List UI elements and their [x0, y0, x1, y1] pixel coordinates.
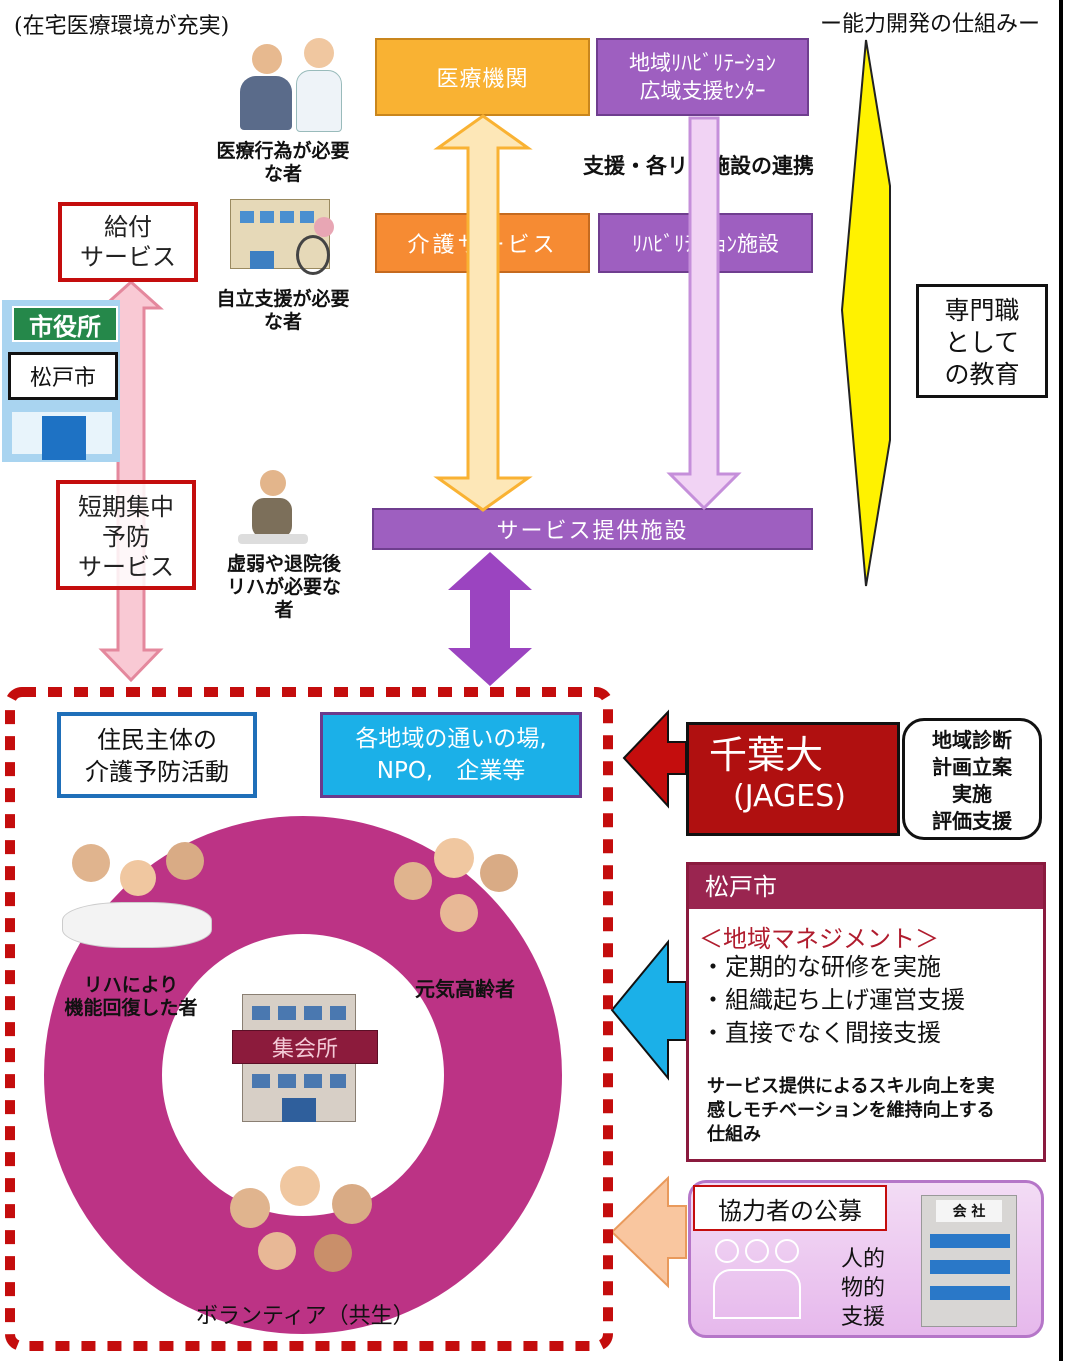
right-edge-line [1059, 0, 1063, 1361]
person-head-icon [230, 1188, 270, 1228]
person-head-icon [120, 860, 156, 896]
person-head-icon [440, 894, 478, 932]
energetic-label: 元気高齢者 [415, 977, 515, 1001]
medical-need-label: 医療行為が必要 な者 [216, 140, 350, 185]
yellow-bolt [840, 39, 891, 587]
blue-left-arrow [610, 939, 687, 1081]
caregiver-head-icon [314, 217, 334, 237]
energetic-elders-illustration [384, 832, 544, 952]
person-head-icon [166, 842, 204, 880]
recruit-panel: 協力者の公募 人的 物的 支援 会 社 [688, 1180, 1044, 1338]
company-window-row [930, 1260, 1010, 1274]
volunteer-group-illustration [222, 1158, 392, 1282]
elderly-body-icon [240, 76, 292, 130]
benefit-service-box: 給付 サービス [58, 202, 198, 282]
helpers-body-icon [713, 1269, 801, 1319]
care-facility-illustration [230, 195, 340, 280]
helper-head-icon [715, 1239, 739, 1263]
chiba-support-box: 地域診断 計画立案 実施 評価支援 [902, 718, 1042, 840]
rehab-facility-box: ﾘﾊﾋﾞﾘﾃｰｼｮﾝ施設 [598, 213, 813, 273]
hall-door-icon [282, 1098, 316, 1122]
person-head-icon [480, 854, 518, 892]
person-head-icon [332, 1184, 372, 1224]
frail-elder-illustration [238, 470, 318, 550]
company-window-row [930, 1234, 1010, 1248]
chiba-univ-sub: (JAGES) [733, 779, 846, 814]
helper-head-icon [745, 1239, 769, 1263]
point-item: ・定期的な研修を実施 [701, 953, 941, 981]
person-head-icon [280, 1166, 320, 1206]
regional-rehab-center-box: 地域ﾘﾊﾋﾞﾘﾃｰｼｮﾝ 広域支援ｾﾝﾀｰ [596, 38, 809, 116]
regional-rehab-line2: 広域支援ｾﾝﾀｰ [639, 79, 766, 103]
person-head-icon [72, 844, 110, 882]
point-item: ・組織起ち上げ運営支援 [701, 986, 965, 1014]
recruit-title: 協力者の公募 [693, 1185, 887, 1231]
wheelchair-icon [296, 235, 330, 275]
frail-elder-body-icon [252, 498, 292, 538]
city-office-sign: 市役所 [12, 306, 118, 342]
elderly-head-icon [252, 44, 282, 74]
professional-education-box: 専門職 として の教育 [916, 284, 1048, 398]
person-head-icon [434, 838, 474, 878]
magenta-ring [44, 816, 562, 1334]
hall-sign: 集会所 [232, 1030, 378, 1064]
orange-double-arrow [433, 114, 533, 512]
community-dashed-frame [5, 687, 613, 1351]
red-left-arrow [622, 709, 687, 809]
point-item: ・直接でなく間接支援 [701, 1019, 941, 1047]
recruit-support-text: 人的 物的 支援 [841, 1247, 886, 1330]
stairs-icon [238, 534, 308, 544]
frail-label: 虚弱や退院後 リハが必要な 者 [226, 553, 341, 621]
person-head-icon [394, 862, 432, 900]
company-building-icon: 会 社 [921, 1195, 1017, 1327]
person-head-icon [314, 1234, 352, 1272]
city-office-door [42, 416, 86, 460]
purple-double-arrow [448, 552, 532, 686]
matsudo-panel-title: ＜地域マネジメント＞ [699, 925, 939, 953]
table-icon [62, 902, 212, 948]
lilac-down-arrow [666, 116, 742, 511]
doctor-patient-illustration [238, 38, 348, 133]
community-places-box: 各地域の通いの場, NPO, 企業等 [320, 712, 582, 798]
helper-head-icon [775, 1239, 799, 1263]
resident-activity-box: 住民主体の 介護予防活動 [57, 712, 257, 798]
regional-rehab-line1: 地域ﾘﾊﾋﾞﾘﾃｰｼｮﾝ [629, 51, 776, 75]
volunteer-label: ボランティア（共生） [196, 1304, 415, 1329]
recovered-group-illustration [62, 838, 212, 958]
matsudo-management-panel: 松戸市 ＜地域マネジメント＞ ・定期的な研修を実施 ・組織起ち上げ運営支援 ・直… [686, 862, 1046, 1162]
top-right-note: ー能力開発の仕組みー [820, 12, 1041, 37]
doctor-head-icon [304, 38, 334, 68]
person-head-icon [258, 1232, 296, 1270]
chiba-univ-name: 千葉大 [709, 733, 824, 777]
matsudo-panel-points: ・定期的な研修を実施 ・組織起ち上げ運営支援 ・直接でなく間接支援 [701, 951, 965, 1050]
doctor-coat-icon [296, 70, 342, 132]
light-orange-left-arrow [610, 1175, 687, 1289]
recovered-label: リハにより 機能回復した者 [64, 974, 198, 1019]
top-left-note: (在宅医療環境が充実) [14, 14, 230, 39]
chiba-univ-box: 千葉大 (JAGES) [686, 722, 900, 836]
company-sign: 会 社 [936, 1200, 1002, 1222]
matsudo-panel-note: サービス提供によるスキル向上を実 感しモチベーションを維持向上する 仕組み [707, 1076, 995, 1145]
short-prevention-box: 短期集中 予防 サービス [56, 480, 196, 590]
independence-need-label: 自立支援が必要 な者 [216, 288, 350, 333]
service-facility-box: サービス提供施設 [372, 508, 813, 550]
care-building-door-icon [250, 251, 274, 269]
helpers-illustration [709, 1235, 805, 1323]
hall-windows-icon [252, 1074, 346, 1088]
city-name-box: 松戸市 [8, 352, 118, 400]
frail-elder-head-icon [260, 470, 286, 496]
hall-windows-icon [252, 1006, 346, 1020]
company-window-row [930, 1286, 1010, 1300]
care-building-windows-icon [240, 211, 320, 223]
matsudo-panel-header: 松戸市 [689, 865, 1043, 909]
